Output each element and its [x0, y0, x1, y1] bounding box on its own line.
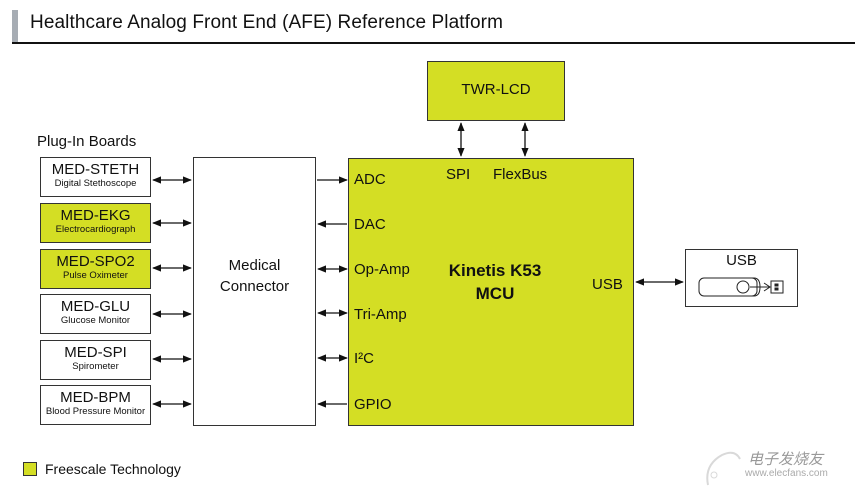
board-name: MED-EKG [60, 207, 131, 224]
mcu-title-line2: MCU [475, 284, 515, 303]
mcu-title-line1: Kinetis K53 [448, 261, 542, 280]
board-desc: Spirometer [72, 361, 119, 372]
mcu-port-tri-amp: Tri-Amp [354, 306, 407, 323]
mcu-port-usb: USB [592, 276, 623, 293]
legend-label: Freescale Technology [45, 461, 181, 477]
board-name: MED-SPO2 [56, 253, 135, 270]
connector-line2: Connector [219, 278, 290, 295]
board-med-steth: MED-STETH Digital Stethoscope [40, 157, 151, 197]
usb-flash-drive-icon [698, 277, 784, 297]
board-med-bpm: MED-BPM Blood Pressure Monitor [40, 385, 151, 425]
board-med-glu: MED-GLU Glucose Monitor [40, 294, 151, 334]
page-title: Healthcare Analog Front End (AFE) Refere… [30, 12, 504, 33]
board-desc: Blood Pressure Monitor [45, 406, 146, 417]
mcu-block [348, 158, 634, 426]
mcu-title: Kinetis K53 MCU [420, 259, 570, 305]
board-med-spo2: MED-SPO2 Pulse Oximeter [40, 249, 151, 289]
title-underline [12, 42, 855, 44]
board-name: MED-STETH [51, 161, 140, 178]
medical-connector-block [193, 157, 316, 426]
title-accent-bar [12, 10, 18, 42]
board-name: MED-BPM [60, 389, 131, 406]
mcu-port-dac: DAC [354, 216, 386, 233]
usb-device-label: USB [726, 252, 757, 269]
mcu-port-flexbus: FlexBus [493, 166, 548, 183]
legend-swatch-freescale [23, 462, 37, 476]
watermark-logo-icon [706, 451, 741, 486]
board-desc: Pulse Oximeter [63, 270, 128, 281]
mcu-port-gpio: GPIO [354, 396, 392, 413]
mcu-port-spi: SPI [446, 166, 471, 183]
twr-lcd-label: TWR-LCD [461, 81, 531, 98]
medical-connector-label: Medical Connector [193, 255, 316, 297]
board-med-ekg: MED-EKG Electrocardiograph [40, 203, 151, 243]
twr-lcd-block [427, 61, 565, 121]
mcu-port-i2c: I²C [354, 350, 374, 367]
board-desc: Glucose Monitor [60, 315, 131, 326]
plugin-boards-label: Plug-In Boards [37, 133, 137, 150]
board-med-spi: MED-SPI Spirometer [40, 340, 151, 380]
board-name: MED-SPI [64, 344, 127, 361]
mcu-port-adc: ADC [354, 171, 386, 188]
watermark-text: 电子发烧友 [748, 451, 824, 468]
board-desc: Electrocardiograph [55, 224, 136, 235]
board-name: MED-GLU [60, 298, 131, 315]
mcu-port-op-amp: Op-Amp [354, 261, 410, 278]
watermark-url: www.elecfans.com [745, 468, 828, 479]
board-desc: Digital Stethoscope [54, 178, 137, 189]
connector-line1: Medical [228, 257, 281, 274]
